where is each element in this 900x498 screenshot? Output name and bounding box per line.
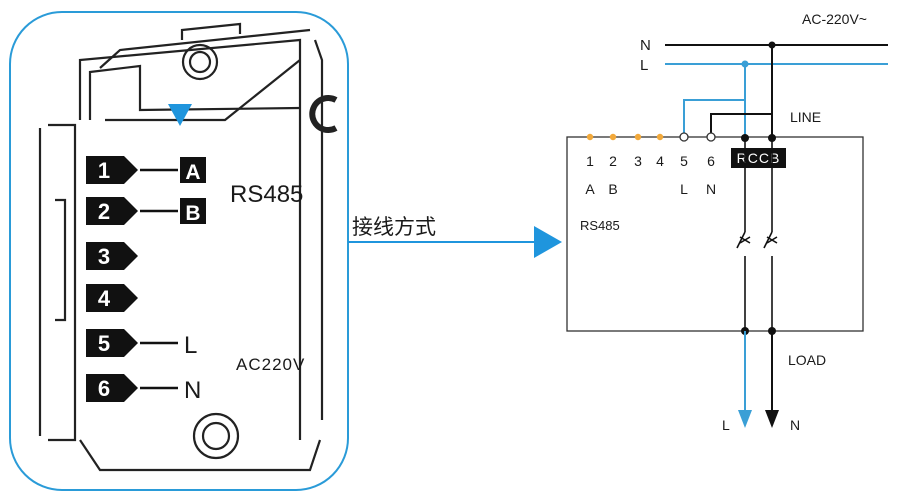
terminal-dot-2 (609, 133, 617, 141)
terminal-badge (86, 374, 138, 402)
out-l-label: L (722, 417, 730, 433)
terminal-letter-badge (180, 198, 206, 224)
rccb-contacts (736, 138, 778, 330)
supply-label: AC-220V~ (802, 11, 867, 27)
terminal-dot-1 (586, 133, 594, 141)
terminal-dot-4 (656, 133, 664, 141)
right-arrow-icon (534, 226, 562, 258)
connection-arrow: 接线方式 (348, 216, 562, 258)
terminal-4: 4 (86, 284, 138, 312)
terminal-number: 3 (98, 244, 110, 269)
terminal5-feed (683, 99, 745, 137)
terminal-3: 3 (86, 242, 138, 270)
screw-bottom (192, 412, 240, 460)
out-n-label: N (790, 417, 800, 433)
terminal-letter-2: B (608, 181, 617, 197)
terminal-dot-3 (634, 133, 642, 141)
terminal-letter: B (185, 202, 200, 225)
device-protocol-label: RS485 (230, 181, 303, 208)
n-bus-label: N (640, 37, 651, 54)
terminal-letter: N (184, 377, 201, 404)
terminal-number: 5 (98, 331, 110, 356)
terminal-number: 2 (98, 199, 110, 224)
device-housing (38, 22, 324, 472)
terminal6-feed (710, 113, 772, 137)
device-box (566, 136, 864, 332)
box-protocol-label: RS485 (580, 218, 620, 233)
terminal-number: 1 (98, 158, 110, 183)
terminal-letter-6: N (706, 181, 716, 197)
terminal-number-4: 4 (656, 153, 664, 169)
terminal-letter: L (184, 332, 197, 359)
terminal-letter-1: A (585, 181, 595, 197)
terminal-dot-5 (679, 132, 689, 142)
terminal-badge (86, 197, 138, 225)
device-power-label: AC220V (236, 355, 305, 374)
load-label: LOAD (788, 352, 826, 368)
terminal-number-5: 5 (680, 153, 688, 169)
rccb-in-n (768, 134, 776, 142)
terminal-letter-5: L (680, 181, 688, 197)
terminal-badge (86, 329, 138, 357)
terminal-letter: A (185, 161, 200, 184)
load-neutral-arrow-icon (765, 410, 779, 428)
rccb-label: RCCB (737, 150, 781, 166)
screw-top (181, 43, 219, 81)
line-label: LINE (790, 109, 821, 125)
terminal-badge (86, 284, 138, 312)
l-bus-label: L (640, 57, 648, 74)
device-frame (9, 11, 349, 491)
indicator-arrow-icon (168, 104, 192, 126)
terminal-badge (86, 242, 138, 270)
terminal-number-3: 3 (634, 153, 642, 169)
side-notch (309, 95, 338, 133)
terminal-number: 6 (98, 376, 110, 401)
load-live-arrow-icon (738, 410, 752, 428)
terminal-number-1: 1 (586, 153, 594, 169)
terminal-number: 4 (98, 286, 111, 311)
terminal-number-2: 2 (609, 153, 617, 169)
terminal-letter-badge (180, 157, 206, 183)
terminal-badge (86, 156, 138, 184)
terminal-number-6: 6 (707, 153, 715, 169)
connection-label: 接线方式 (352, 216, 436, 239)
rccb-in-l (741, 134, 749, 142)
terminal-dot-6 (706, 132, 716, 142)
